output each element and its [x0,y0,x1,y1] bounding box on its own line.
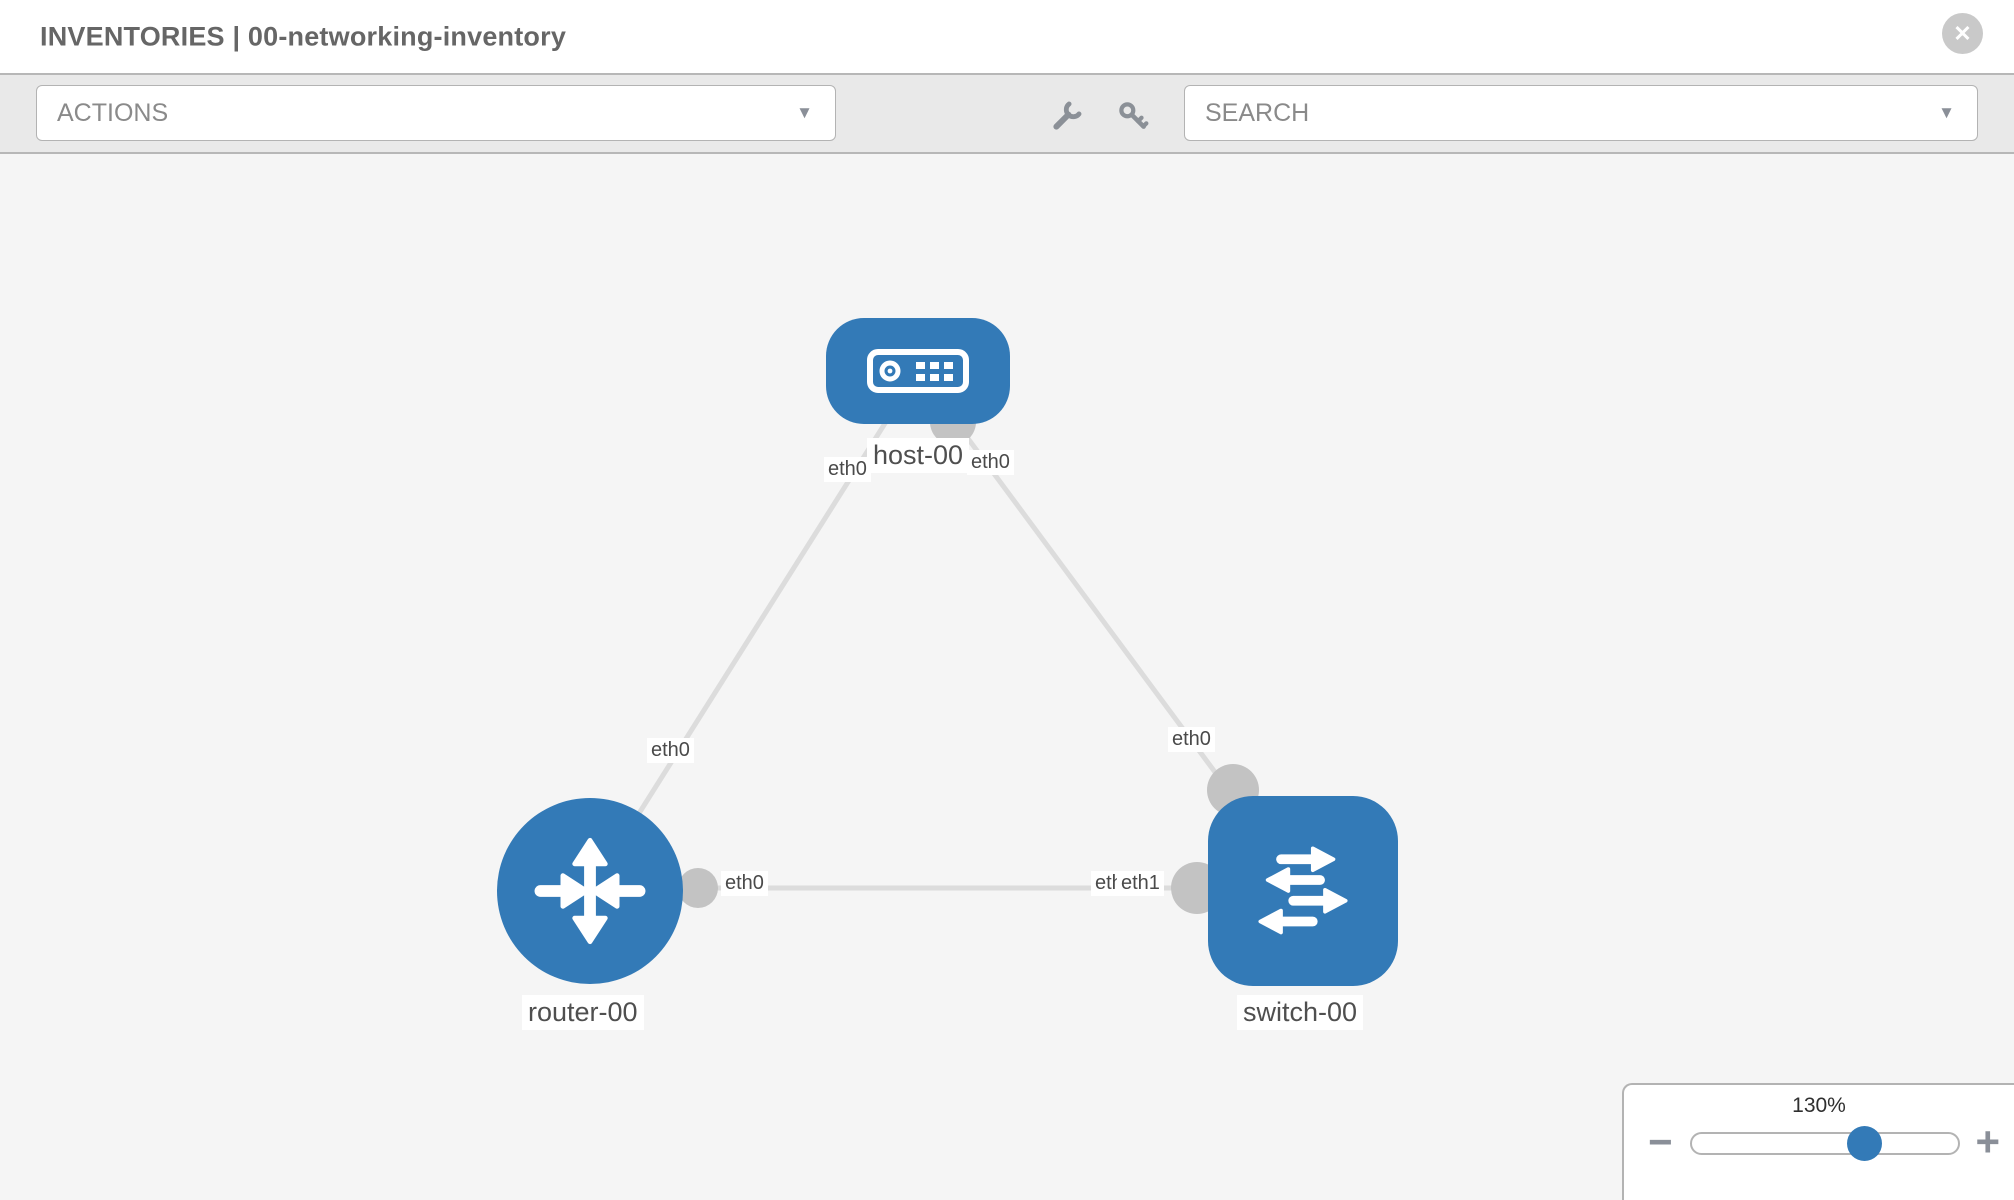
toolbar: ACTIONS ▼ SEARCH ▼ [0,73,2014,154]
zoom-slider-handle[interactable] [1847,1126,1882,1161]
node-label-router: router-00 [522,995,644,1030]
interface-label: eth0 [647,738,694,763]
page-title: INVENTORIES | 00-networking-inventory [40,21,567,51]
node-host-00[interactable] [826,318,1010,424]
zoom-panel: 130% − + [1622,1083,2014,1200]
interface-dot-router [678,868,718,908]
actions-dropdown[interactable]: ACTIONS ▼ [36,85,836,141]
zoom-slider-track[interactable] [1690,1132,1960,1155]
interface-label: eth0 [1168,727,1215,752]
host-icon [867,349,969,393]
close-button[interactable]: ✕ [1942,13,1983,54]
interface-label: eth0 [721,871,768,896]
wrench-icon [1053,101,1082,130]
node-label-switch: switch-00 [1237,995,1364,1030]
interface-label: eth0 [967,450,1014,475]
chevron-down-icon: ▼ [796,103,813,122]
interface-label: eth0 [824,457,871,482]
zoom-value: 130% [1792,1094,1846,1117]
switch-icon [1258,846,1348,935]
interface-label: eth1 [1117,871,1164,896]
zoom-in-button[interactable]: + [1975,1121,2000,1163]
chevron-down-icon: ▼ [1938,103,1955,122]
search-placeholder: SEARCH [1205,98,1310,127]
key-button[interactable] [1116,99,1150,133]
close-icon: ✕ [1953,20,1972,46]
node-router-00[interactable] [497,798,683,984]
header: INVENTORIES | 00-networking-inventory ✕ [0,0,2014,73]
node-label-host: host-00 [867,438,970,473]
zoom-out-button[interactable]: − [1648,1121,1673,1163]
actions-dropdown-label: ACTIONS [57,98,169,127]
router-icon [534,837,646,945]
wrench-button[interactable] [1050,99,1084,133]
key-icon [1119,102,1149,129]
topology-links-layer [587,369,1306,914]
topology-canvas[interactable]: host-00 router-00 switch-00 eth0 eth0 et… [0,154,2014,1200]
minus-icon: − [1648,1118,1673,1165]
search-dropdown[interactable]: SEARCH ▼ [1184,85,1978,141]
node-switch-00[interactable] [1208,796,1398,986]
plus-icon: + [1975,1118,2000,1165]
